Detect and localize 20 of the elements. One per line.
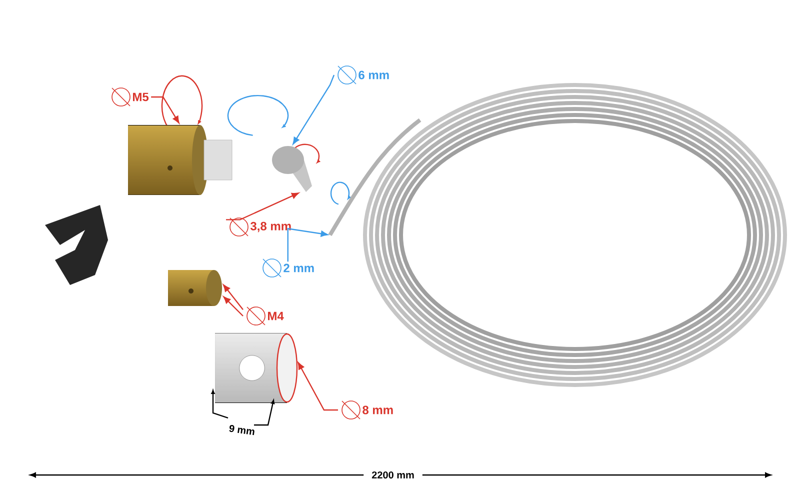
cable-coil-drawing — [328, 83, 787, 387]
barrel-nipple-drawing — [215, 333, 298, 403]
cable-head-drawing — [272, 146, 312, 192]
leader-line — [223, 284, 244, 310]
callout-label: 3,8 mm — [250, 222, 291, 232]
leader-line — [298, 362, 338, 411]
callout-label: 8 mm — [362, 406, 393, 414]
callout-label: 6 mm — [358, 70, 389, 80]
leader-line — [151, 96, 180, 124]
callout-label: 2 mm — [284, 264, 314, 272]
brass-nipple-drawing — [168, 270, 222, 306]
dimension-label: 9 mm — [229, 425, 254, 436]
leader-line — [292, 74, 335, 144]
leader-line — [226, 192, 299, 220]
callout-label: M5 — [133, 92, 149, 102]
leader-line — [223, 296, 244, 316]
dimension-label: 2200 mm — [364, 468, 422, 482]
brass-nipple-drawing — [128, 125, 232, 195]
callout-label: M4 — [268, 312, 284, 320]
leader-line — [287, 228, 328, 262]
